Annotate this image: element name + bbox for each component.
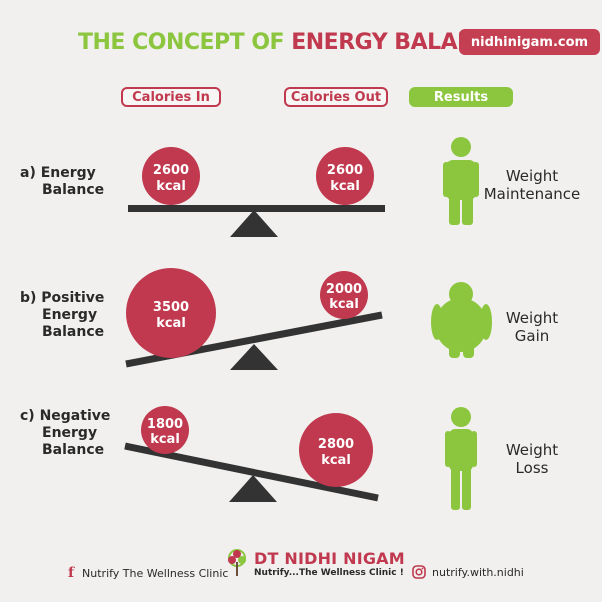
- row-label-positive: b) Positive Energy Balance: [20, 290, 105, 340]
- fulcrum-b: [230, 344, 278, 370]
- calories-in-circle-c: [141, 406, 189, 454]
- instagram-link[interactable]: nutrify.with.nidhi: [412, 565, 524, 579]
- calories-out-header: Calories Out: [284, 87, 388, 107]
- person-overweight-icon: [431, 282, 492, 358]
- result-weight-gain: Weight Gain: [505, 309, 559, 345]
- calories-in-value-b: 3500: [153, 300, 189, 315]
- calories-in-unit-c: kcal: [150, 432, 180, 447]
- beam-a: [128, 205, 385, 212]
- brand-tagline: Nutrify...The Wellness Clinic !: [254, 567, 404, 578]
- facebook-text: Nutrify The Wellness Clinic: [82, 566, 229, 580]
- website-badge[interactable]: nidhinigam.com: [459, 29, 600, 55]
- instagram-text: nutrify.with.nidhi: [432, 565, 524, 579]
- title-part-1: THE CONCEPT OF: [78, 30, 292, 55]
- brand-logo: DT NIDHI NIGAM Nutrify...The Wellness Cl…: [224, 548, 405, 578]
- calories-in-value-a: 2600: [153, 163, 189, 178]
- fulcrum-c: [229, 475, 277, 502]
- calories-in-circle-a: [142, 147, 200, 205]
- fulcrum-a: [230, 210, 278, 237]
- calories-out-unit-b: kcal: [329, 297, 359, 312]
- beam-c: [124, 442, 379, 502]
- facebook-icon: f: [68, 565, 75, 581]
- calories-in-circle-b: [126, 268, 216, 358]
- seesaw-negative: 1800 kcal 2800 kcal: [124, 406, 379, 502]
- seesaw-positive: 3500 kcal 2000 kcal: [125, 268, 383, 370]
- calories-out-unit-c: kcal: [321, 453, 351, 468]
- seesaw-balanced: 2600 kcal 2600 kcal: [128, 147, 385, 237]
- calories-out-value-a: 2600: [327, 163, 363, 178]
- facebook-link[interactable]: f Nutrify The Wellness Clinic: [68, 565, 228, 581]
- calories-out-unit-a: kcal: [330, 179, 360, 194]
- row-label-negative: c) Negative Energy Balance: [20, 408, 111, 458]
- calories-in-value-c: 1800: [147, 417, 183, 432]
- instagram-icon: [412, 565, 426, 579]
- results-header: Results: [409, 87, 513, 107]
- row-label-energy-balance: a) Energy Balance: [20, 165, 105, 198]
- calories-out-circle-c: [299, 413, 373, 487]
- brand-name: DT NIDHI NIGAM: [254, 548, 405, 568]
- tree-logo-icon: [228, 549, 246, 576]
- calories-in-header: Calories In: [121, 87, 221, 107]
- calories-in-unit-b: kcal: [156, 316, 186, 331]
- calories-out-value-c: 2800: [318, 437, 354, 452]
- person-normal-icon: [443, 137, 479, 225]
- result-weight-loss: Weight Loss: [505, 441, 559, 477]
- calories-in-unit-a: kcal: [156, 179, 186, 194]
- calories-out-circle-b: [320, 271, 368, 319]
- result-weight-maintenance: Weight Maintenance: [483, 167, 581, 203]
- person-thin-icon: [445, 407, 477, 510]
- calories-out-value-b: 2000: [326, 282, 362, 297]
- calories-out-circle-a: [316, 147, 374, 205]
